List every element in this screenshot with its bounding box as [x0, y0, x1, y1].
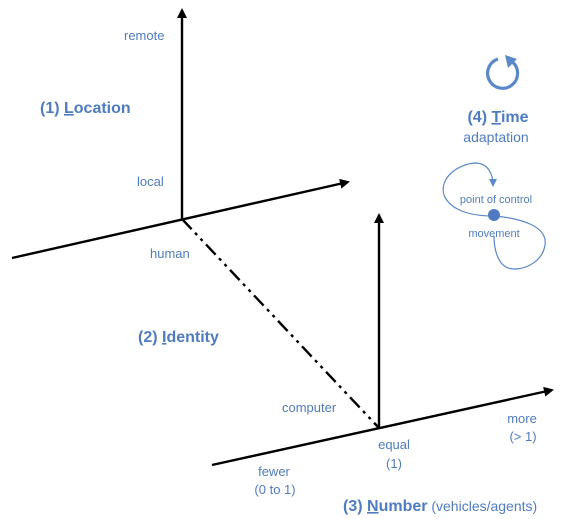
- location-heading: (1) Location: [40, 100, 131, 117]
- equal-label: equal: [378, 437, 410, 452]
- time-heading-initial: T: [491, 109, 501, 126]
- identity-heading-initial: I: [162, 329, 166, 346]
- time-subtitle: adaptation: [463, 129, 528, 145]
- number-heading-rest: umber: [379, 498, 428, 515]
- identity-heading-number: (2): [138, 329, 162, 346]
- time-heading: (4) Time: [467, 109, 528, 126]
- computer-label: computer: [282, 400, 337, 415]
- more-value-label: (> 1): [509, 429, 536, 444]
- location-heading-number: (1): [40, 100, 64, 117]
- number-heading-number: (3): [343, 498, 367, 515]
- fewer-label: fewer: [258, 464, 290, 479]
- remote-label: remote: [124, 28, 164, 43]
- location-horizontal-axis: [11, 178, 350, 260]
- identity-heading-rest: dentity: [166, 329, 219, 346]
- movement-label: movement: [468, 228, 519, 240]
- location-heading-rest: ocation: [74, 100, 131, 117]
- identity-heading: (2) Identity: [138, 329, 219, 346]
- time-adaptation-curve: [442, 162, 546, 270]
- time-heading-number: (4): [467, 109, 491, 126]
- number-heading-initial: N: [367, 498, 379, 515]
- control-point-marker: [488, 209, 500, 221]
- fewer-value-label: (0 to 1): [254, 482, 295, 497]
- number-heading: (3) Number (vehicles/agents): [343, 498, 537, 515]
- human-label: human: [150, 246, 190, 261]
- time-heading-rest: ime: [501, 109, 529, 126]
- number-heading-suffix: (vehicles/agents): [427, 498, 537, 514]
- refresh-icon: [486, 55, 520, 90]
- equal-value-label: (1): [386, 456, 402, 471]
- point-of-control-label: point of control: [460, 194, 532, 206]
- more-label: more: [507, 411, 537, 426]
- local-label: local: [137, 174, 164, 189]
- identity-dashdot-line: [181, 218, 380, 429]
- location-heading-initial: L: [64, 100, 74, 117]
- number-horizontal-axis: [211, 386, 554, 467]
